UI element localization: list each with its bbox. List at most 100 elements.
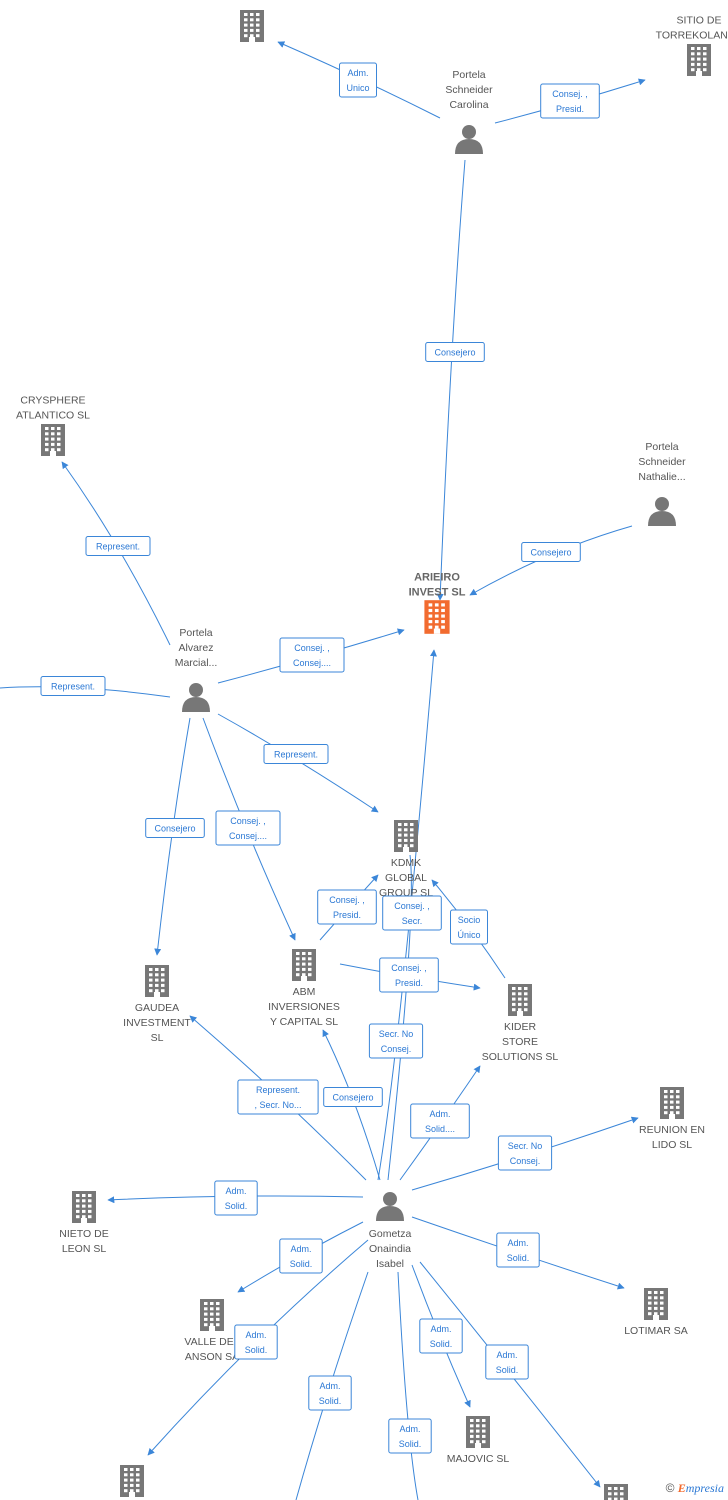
- edge-label-marcial-to-kdmk[interactable]: Represent.: [263, 744, 329, 764]
- edge-label-box: [85, 536, 151, 556]
- node-majovic[interactable]: MAJOVIC SL: [447, 1416, 510, 1465]
- node-label: Onaindia: [369, 1243, 411, 1255]
- node-bottom_right[interactable]: [604, 1484, 628, 1500]
- edge-label-isabel-to-lotimar[interactable]: Adm.Solid.: [496, 1232, 540, 1268]
- node-label: KDMK: [391, 857, 421, 869]
- edge-label-text: Solid.: [319, 1396, 342, 1406]
- node-label: Portela: [179, 627, 212, 639]
- edge-label-isabel-to-bottom_right[interactable]: Adm. Solid.: [485, 1344, 529, 1380]
- edge-label-text: Único: [457, 930, 480, 940]
- node-label: ATLANTICO SL: [16, 410, 90, 422]
- edge-label-box: [450, 909, 488, 945]
- edge-label-text: Consej. ,: [294, 643, 330, 653]
- edge-label-box: [379, 957, 439, 993]
- node-label: REUNION EN: [639, 1124, 705, 1136]
- edge-label-text: Secr.: [402, 916, 423, 926]
- edge-label-marcial-to-abm[interactable]: Consej. ,Consej....: [215, 810, 281, 846]
- edge-label-isabel-to-kider[interactable]: Adm.Solid....: [410, 1103, 470, 1139]
- edge-label-text: Adm.: [399, 1424, 420, 1434]
- building-icon: [41, 424, 65, 456]
- edge-label-text: Presid.: [556, 104, 584, 114]
- edge-label-text: Represent.: [51, 682, 95, 692]
- building-icon: [145, 965, 169, 997]
- edge-label-marcial-to-offscreen_left[interactable]: Represent.: [40, 676, 106, 696]
- node-crysphere[interactable]: CRYSPHERE ATLANTICO SL: [16, 395, 90, 457]
- edge-label-text: Consej. ,: [230, 816, 266, 826]
- copyright-symbol: ©: [665, 1481, 675, 1495]
- edge-label-text: Represent.: [256, 1085, 300, 1095]
- edge-label-text: Adm.: [347, 68, 368, 78]
- edge-isabel-to-offscreen_bottom2: [397, 1271, 419, 1500]
- building-icon: [687, 44, 711, 76]
- edge-label-carolina-to-arieiro[interactable]: Consejero: [425, 342, 485, 362]
- edge-label-text: Unico: [346, 83, 369, 93]
- edge-label-marcial-to-arieiro[interactable]: Consej. ,Consej....: [279, 637, 345, 673]
- edge-label-isabel-to-offscreen_bottom[interactable]: Adm.Solid.: [308, 1375, 352, 1411]
- building-icon: [424, 600, 450, 634]
- edge-label-text: Adm.: [430, 1324, 451, 1334]
- brand-logo[interactable]: Empresia: [677, 1481, 724, 1495]
- edge-label-isabel-to-majovic[interactable]: Adm.Solid.: [419, 1318, 463, 1354]
- edge-label-text: Adm.: [496, 1350, 517, 1360]
- edge-label-nathalie-to-arieiro[interactable]: Consejero: [521, 542, 581, 562]
- edge-label-abm-to-kider[interactable]: Consej. ,Presid.: [379, 957, 439, 993]
- edge-label-isabel-to-offscreen_bottom2[interactable]: Adm.Solid.: [388, 1418, 432, 1454]
- edge-label-text: Consej. ,: [391, 963, 427, 973]
- edge-label-text: Solid.: [496, 1365, 519, 1375]
- edge-label-box: [214, 1180, 258, 1216]
- node-label: ABM: [293, 986, 316, 998]
- node-label: LEON SL: [62, 1243, 107, 1255]
- edge-label-text: Consej. ,: [552, 89, 588, 99]
- person-icon: [182, 683, 210, 712]
- edge-label-box: [497, 1135, 553, 1171]
- edge-label-box: [308, 1375, 352, 1411]
- node-label: GLOBAL: [385, 872, 427, 884]
- edge-label-isabel-to-abm[interactable]: Consejero: [323, 1087, 383, 1107]
- node-top_co[interactable]: [240, 10, 264, 42]
- edge-label-carolina-to-top_co[interactable]: Adm. Unico: [339, 62, 377, 98]
- building-icon: [394, 820, 418, 852]
- node-bottom_left[interactable]: [120, 1465, 144, 1497]
- edge-label-text: Solid.: [290, 1259, 313, 1269]
- edge-label-isabel-to-valle[interactable]: Adm.Solid.: [279, 1238, 323, 1274]
- node-label: CRYSPHERE: [20, 395, 85, 407]
- edge-label-marcial-to-crysphere[interactable]: Represent.: [85, 536, 151, 556]
- building-icon: [466, 1416, 490, 1448]
- node-label: Gometza: [369, 1228, 412, 1240]
- edge-label-isabel-to-nieto[interactable]: Adm.Solid.: [214, 1180, 258, 1216]
- edge-label-box: [339, 62, 377, 98]
- edge-label-box: [410, 1103, 470, 1139]
- edge-label-box: [368, 1023, 424, 1059]
- node-label: STORE: [502, 1036, 538, 1048]
- edge-label-carolina-to-sitio[interactable]: Consej. , Presid.: [540, 83, 600, 119]
- node-sitio[interactable]: SITIO DETORREKOLANDA: [656, 15, 728, 77]
- node-marcial[interactable]: PortelaAlvarezMarcial...: [175, 627, 218, 712]
- edge-label-marcial-to-gaudea[interactable]: Consejero: [145, 818, 205, 838]
- edge-label-text: Represent.: [96, 542, 140, 552]
- building-icon: [644, 1288, 668, 1320]
- edge-label-abm-to-kdmk[interactable]: Consej. ,Presid.: [317, 889, 377, 925]
- edge-label-isabel-to-kdmk[interactable]: Consej. ,Secr.: [382, 895, 442, 931]
- edge-label-box: [40, 676, 106, 696]
- node-nathalie[interactable]: PortelaSchneiderNathalie...: [638, 441, 686, 526]
- edge-label-isabel-to-bottom_left[interactable]: Adm.Solid.: [234, 1324, 278, 1360]
- edge-label-isabel-to-gaudea[interactable]: Represent., Secr. No...: [237, 1079, 319, 1115]
- node-lotimar[interactable]: LOTIMAR SA: [624, 1288, 688, 1337]
- building-icon: [508, 984, 532, 1016]
- edge-label-box: [279, 1238, 323, 1274]
- node-label: ARIEIRO: [414, 572, 460, 584]
